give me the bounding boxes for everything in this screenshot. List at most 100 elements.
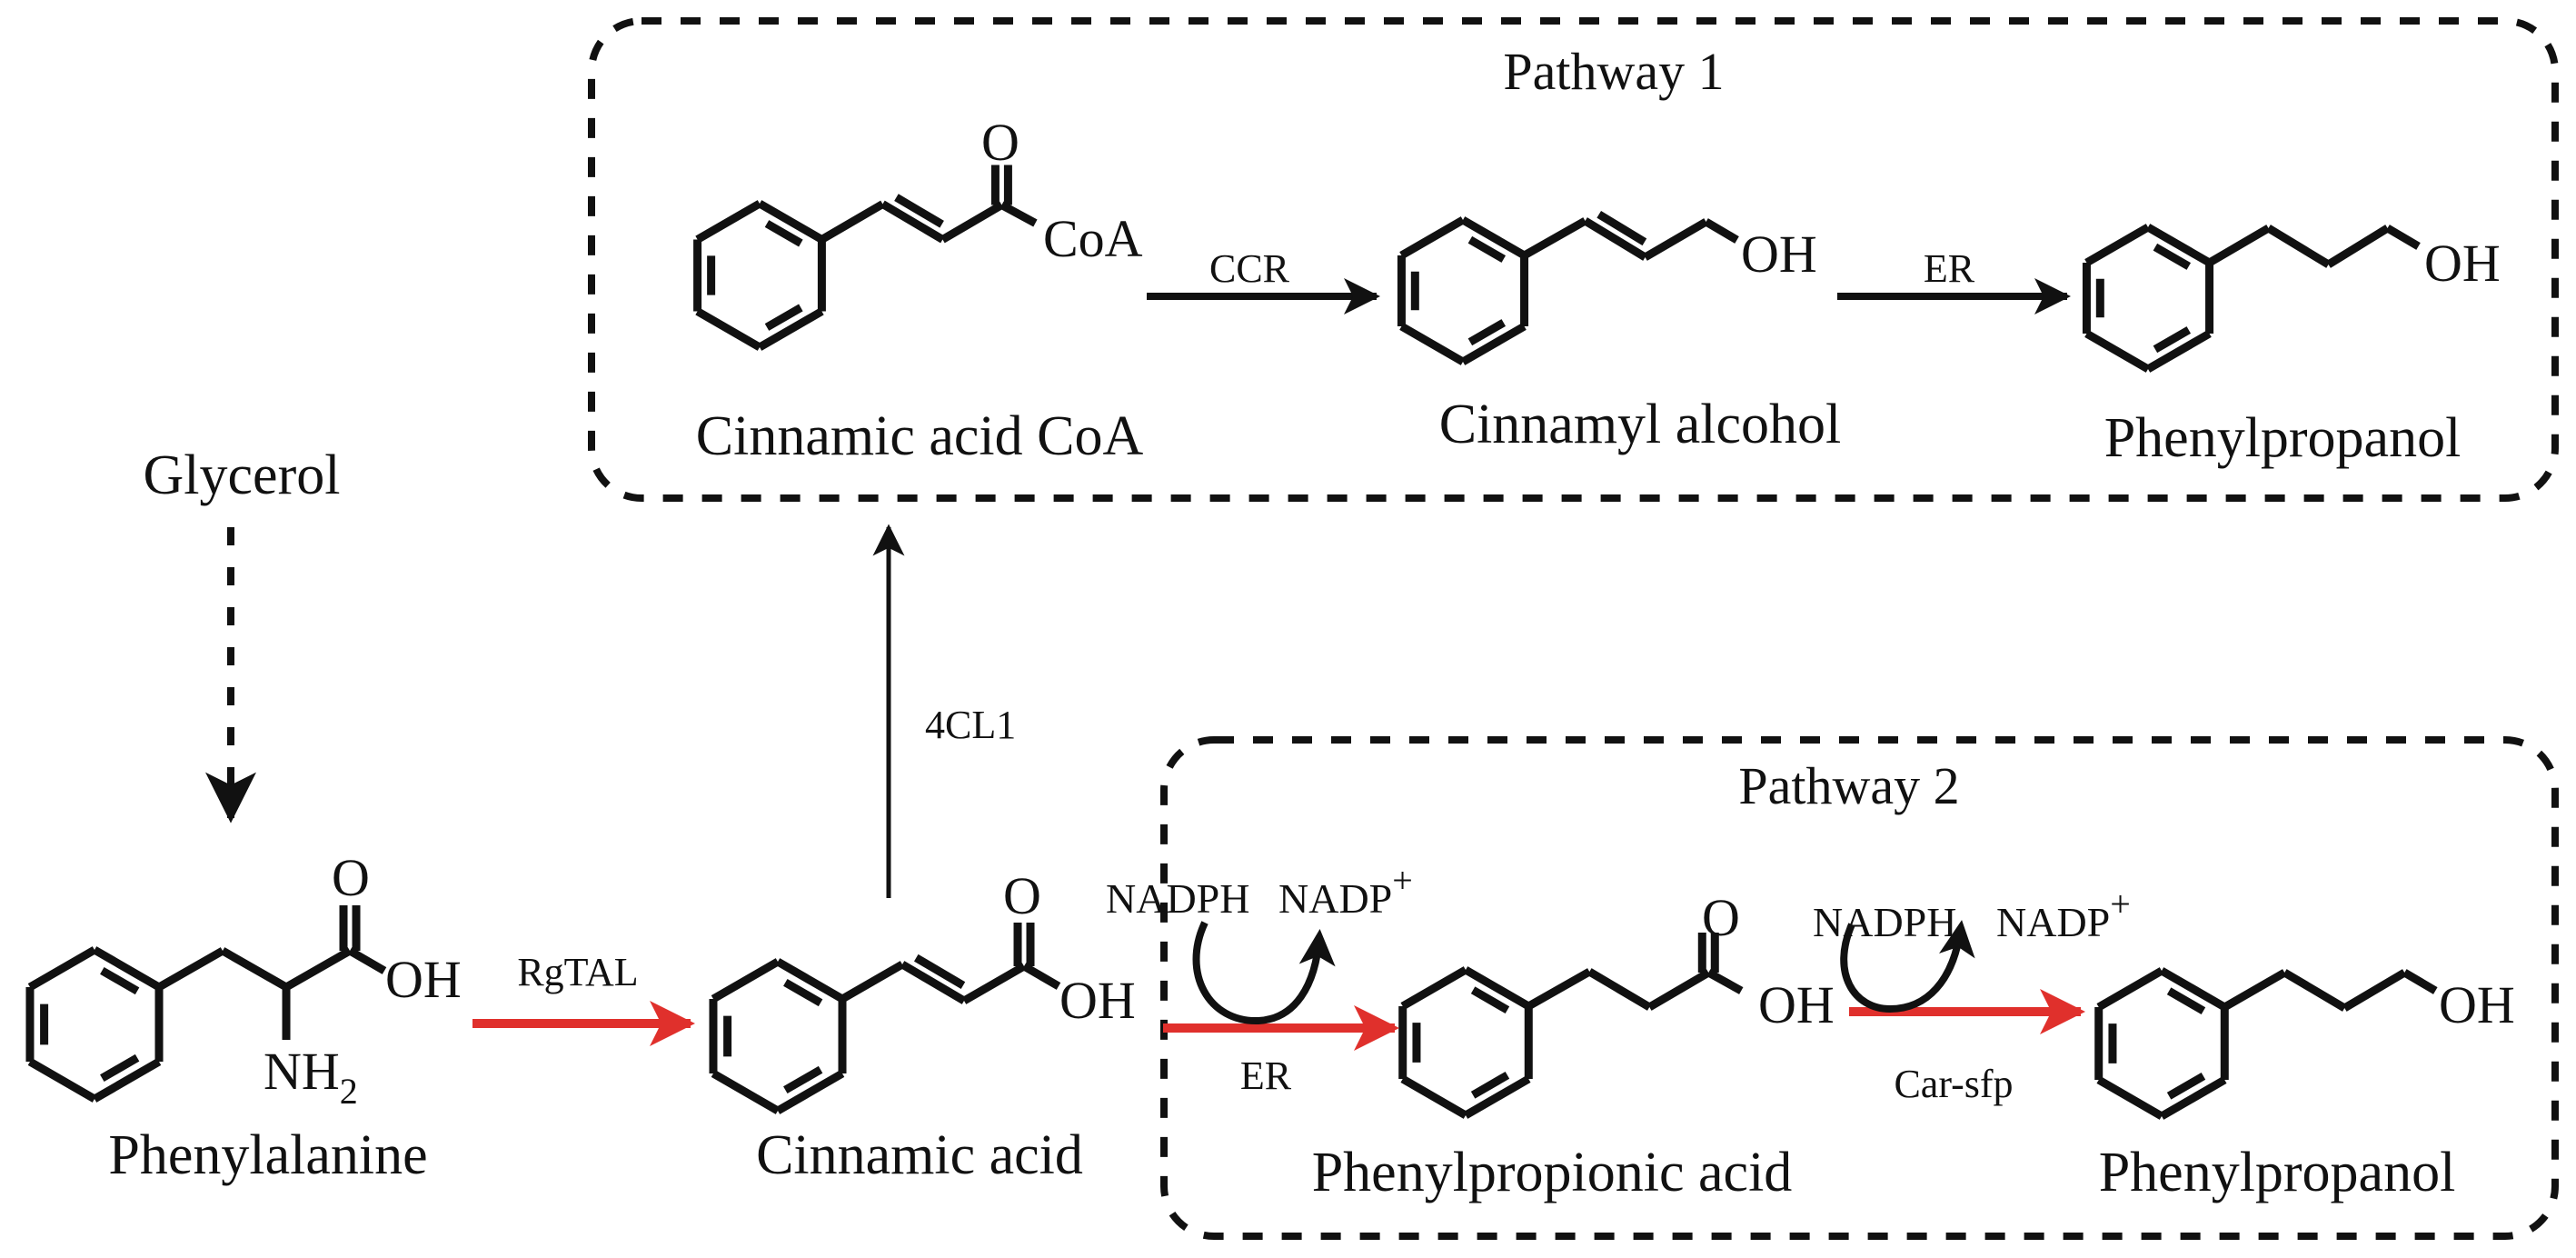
chain-bond xyxy=(2342,969,2407,1012)
phe-atom-nh-subscript: 2 xyxy=(340,1071,358,1112)
double-bond xyxy=(913,953,966,990)
chain-bond xyxy=(2266,225,2331,268)
ppa-atom-o: O xyxy=(1702,888,1740,947)
chain-bond xyxy=(283,947,353,991)
chain-bond xyxy=(2385,225,2421,250)
ring-bond xyxy=(775,958,845,1003)
chain-bond xyxy=(820,200,885,244)
ring-bond xyxy=(1400,966,1468,1010)
molecule-cinnamic-acid-coa xyxy=(693,165,1038,351)
cofactor-out-2: NADP+ xyxy=(1996,884,2131,945)
ring-double-bond xyxy=(783,1065,823,1094)
chain-bond xyxy=(840,961,905,1003)
coa-atom-coa: CoA xyxy=(1043,209,1143,268)
ring-bond xyxy=(92,1058,162,1103)
chain-bond xyxy=(1586,968,1652,1011)
ring-double-bond xyxy=(1470,986,1510,1014)
coa-bond xyxy=(1000,201,1038,227)
ring-bond xyxy=(27,1058,97,1103)
chain-bond xyxy=(156,947,225,991)
ring-double-bond xyxy=(100,1053,140,1083)
ring-bond xyxy=(695,200,762,244)
hydroxyl-bond xyxy=(1706,969,1744,994)
pathway1-title: Pathway 1 xyxy=(1503,42,1724,101)
cofactor-in-1: NADPH xyxy=(1106,875,1249,922)
molecule-phenylpropionic-acid xyxy=(1398,933,1744,1119)
ring-bond xyxy=(1460,323,1527,365)
coa-atom-o: O xyxy=(981,113,1019,172)
enzyme-label-car-sfp: Car-sfp xyxy=(1894,1062,2013,1106)
ring-bond xyxy=(775,1070,845,1114)
phe-atom-nh2: NH2 xyxy=(264,1042,358,1112)
ring-double-bond xyxy=(783,978,823,1007)
enzyme-label-rgtal: RgTAL xyxy=(517,950,638,994)
molecule-phenylpropanol-pathway1 xyxy=(2082,224,2421,373)
chain-bond xyxy=(1643,218,1708,261)
chain-bond xyxy=(961,963,1027,1004)
compound-name-phenylpropanol-2: Phenylpropanol xyxy=(2099,1142,2456,1203)
ring-double-bond xyxy=(2166,1072,2206,1100)
cofactor-out-1-charge: + xyxy=(1392,860,1413,901)
ring-bond xyxy=(92,946,162,991)
ring-double-bond xyxy=(1470,1071,1510,1099)
chain-bond xyxy=(2282,969,2347,1012)
phe-atom-oh: OH xyxy=(385,950,462,1009)
phe-atom-o: O xyxy=(332,848,370,907)
ring-double-bond xyxy=(764,304,803,331)
ring-bond xyxy=(1400,1075,1468,1119)
ring-bond xyxy=(2096,1076,2164,1120)
cal-atom-oh: OH xyxy=(1741,225,1817,284)
chain-bond xyxy=(2223,969,2287,1011)
pp1-atom-oh: OH xyxy=(2424,234,2501,293)
pathway2-title: Pathway 2 xyxy=(1738,756,1959,815)
ring-bond xyxy=(1463,966,1531,1010)
ring-bond xyxy=(2084,224,2151,266)
enzyme-label-ccr: CCR xyxy=(1209,246,1290,291)
ring-bond xyxy=(2145,330,2212,373)
cofactor-out-2-text: NADP xyxy=(1996,899,2110,945)
ring-bond xyxy=(1399,323,1466,365)
source-glycerol: Glycerol xyxy=(144,444,341,506)
ring-bond xyxy=(1463,1075,1531,1119)
ring-bond xyxy=(27,946,97,991)
ring-double-bond xyxy=(2153,243,2192,270)
double-bond xyxy=(894,194,944,228)
ring-double-bond xyxy=(1467,319,1507,346)
ring-bond xyxy=(1460,216,1527,259)
chain-bond xyxy=(2402,969,2438,994)
phe-atom-nh: NH xyxy=(264,1042,340,1101)
compound-name-cinnamyl-alcohol: Cinnamyl alcohol xyxy=(1439,394,1842,455)
chain-bond xyxy=(900,961,967,1004)
compound-name-phenylpropanol-1: Phenylpropanol xyxy=(2104,407,2462,469)
ring-double-bond xyxy=(2166,987,2206,1015)
pp2-atom-oh: OH xyxy=(2439,975,2515,1034)
chain-bond xyxy=(2207,225,2271,266)
ring-bond xyxy=(2159,1076,2227,1120)
molecule-cinnamic-acid xyxy=(709,923,1061,1114)
enzyme-label-er-pathway1: ER xyxy=(1924,246,1975,291)
ring-bond xyxy=(2084,330,2151,373)
ring-double-bond xyxy=(764,220,803,247)
ring-bond xyxy=(2145,224,2212,266)
ring-bond xyxy=(757,200,824,244)
ring-bond xyxy=(711,958,781,1003)
cofactor-out-2-charge: + xyxy=(2110,884,2131,924)
chain-bond xyxy=(1527,968,1592,1010)
cofactor-in-2: NADPH xyxy=(1813,899,1956,945)
enzyme-label-er-pathway2: ER xyxy=(1240,1053,1292,1098)
chain-bond xyxy=(880,200,945,244)
ring-double-bond xyxy=(1467,235,1507,263)
chain-bond xyxy=(1704,218,1739,244)
hydroxyl-bond xyxy=(1021,963,1061,990)
pathway2-box xyxy=(1160,736,2559,1240)
pathway1-box xyxy=(588,17,2559,502)
hydroxyl-bond xyxy=(347,947,387,974)
compound-name-phenylpropionic-acid: Phenylpropionic acid xyxy=(1312,1142,1793,1203)
cofactor-curve-arrow-2 xyxy=(1840,920,1975,1013)
ring-bond xyxy=(2159,967,2227,1011)
chain-bond xyxy=(220,947,289,991)
enzyme-label-4cl1: 4CL1 xyxy=(925,703,1016,747)
chain-bond xyxy=(1522,217,1587,259)
compound-name-cinnamic-acid-coa: Cinnamic acid CoA xyxy=(696,405,1144,467)
